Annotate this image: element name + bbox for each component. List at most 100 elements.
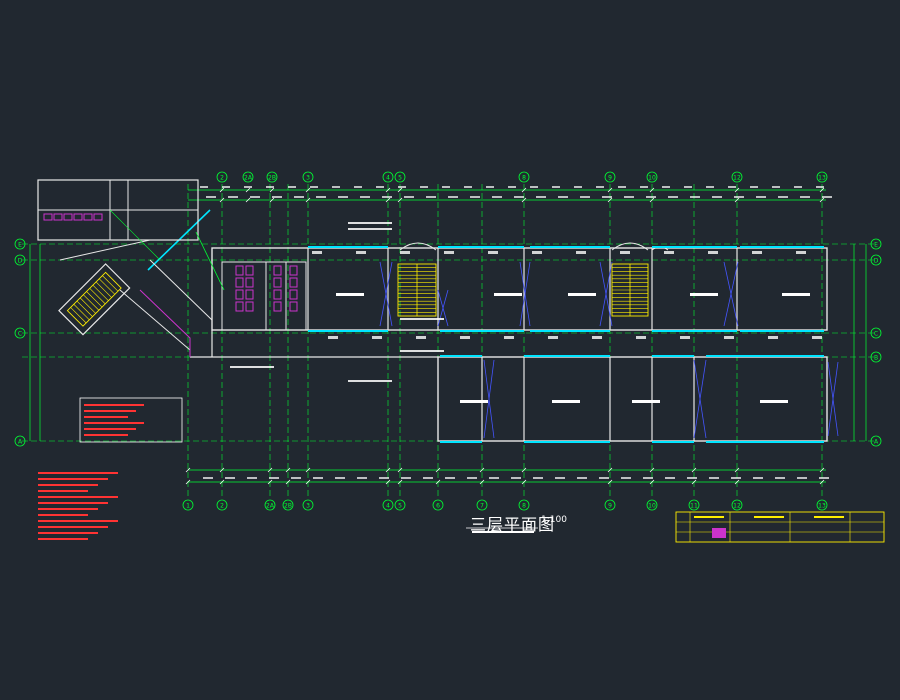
axis-bubble-bottom — [394, 499, 406, 511]
dim-text-mark — [266, 186, 274, 188]
annotation-line — [400, 350, 444, 352]
axis-bubble-top — [816, 171, 828, 183]
axis-bubble-bottom — [816, 499, 828, 511]
toilet-fixture — [245, 265, 254, 276]
toilet-fixture — [273, 277, 282, 288]
dim-text-mark — [574, 186, 582, 188]
hatch-x — [827, 361, 839, 437]
dim-tick — [649, 467, 655, 473]
axis-bubble-bottom-label: 1 — [186, 503, 190, 510]
wing-stair-tread — [102, 275, 119, 292]
dim-text-mark — [756, 196, 766, 198]
dim-text-mark — [464, 186, 472, 188]
dim-text-mark — [247, 477, 257, 479]
dim-text-mark — [379, 477, 389, 479]
drawing-title: 三层平面图 — [470, 515, 556, 534]
dim-tick — [385, 479, 391, 485]
room-label-mark — [494, 293, 522, 296]
dim-text-mark — [310, 186, 318, 188]
window-tag — [752, 251, 762, 254]
dim-text-mark — [687, 477, 697, 479]
axis-bubble-left — [14, 238, 26, 250]
axis-bubble-bottom-label: 13 — [818, 503, 826, 510]
window-tag — [664, 251, 674, 254]
dim-tick — [734, 197, 740, 203]
note-line — [38, 508, 98, 510]
dim-text-mark — [819, 477, 829, 479]
dim-tick — [219, 197, 225, 203]
dim-text-mark — [448, 196, 458, 198]
dim-text-mark — [643, 477, 653, 479]
axis-bubble-left — [14, 327, 26, 339]
annotation-line — [230, 366, 274, 368]
wall-south-block — [437, 356, 828, 442]
hatch-x — [483, 359, 495, 439]
axis-bubble-bottom — [518, 499, 530, 511]
room-label-mark — [336, 293, 364, 296]
dim-text-mark — [665, 477, 675, 479]
hatch-x — [723, 261, 739, 327]
axis-grid-lines — [22, 184, 877, 499]
axis-bubble-right — [870, 351, 882, 363]
notes-block — [38, 222, 538, 540]
axis-bubble-top-label: 4 — [386, 175, 390, 182]
dim-text-mark — [508, 186, 516, 188]
dim-text-mark — [294, 196, 304, 198]
dim-tick — [819, 467, 825, 473]
room-label-mark — [760, 400, 788, 403]
dim-text-mark — [621, 477, 631, 479]
dim-tick — [479, 479, 485, 485]
toilet-fixture — [245, 301, 254, 312]
toilet-fixture — [43, 213, 53, 221]
dim-tick — [734, 467, 740, 473]
annotation-line — [348, 228, 392, 230]
dim-text-mark — [354, 186, 362, 188]
axis-bubble-top — [604, 171, 616, 183]
dim-text-mark — [530, 186, 538, 188]
dim-text-mark — [728, 186, 736, 188]
note-line — [38, 472, 118, 474]
toilet-fixture — [63, 213, 73, 221]
axis-bubble-top-label: 2A — [244, 175, 253, 182]
wing-stair-tread — [73, 304, 90, 321]
axis-bubble-top-label: 5 — [398, 175, 402, 182]
dim-text-mark — [555, 477, 565, 479]
toilet-fixture — [273, 289, 282, 300]
hatch-x — [519, 261, 531, 327]
dim-text-mark — [222, 186, 230, 188]
axis-bubble-left-label: A — [18, 439, 23, 446]
dim-tick — [479, 467, 485, 473]
axis-bubble-top — [266, 171, 278, 183]
axis-bubble-bottom — [182, 499, 194, 511]
axis-bubble-bottom-label: 5 — [398, 503, 402, 510]
dim-tick — [397, 197, 403, 203]
toilet-fixture — [235, 289, 244, 300]
axis-bubble-top-label: 12 — [733, 175, 741, 182]
dim-text-mark — [492, 196, 502, 198]
toilet-fixture — [273, 301, 282, 312]
toilet-fixture — [73, 213, 83, 221]
wing-stair-room — [58, 263, 131, 336]
window-tag — [592, 336, 602, 339]
axis-bubble-bottom-label: 3 — [306, 503, 310, 510]
title-block-text — [754, 516, 784, 518]
axis-bubble-top-label: 10 — [648, 175, 656, 182]
axis-bubble-bottom-label: 12 — [733, 503, 741, 510]
axis-bubble-left — [14, 435, 26, 447]
subtitle-note — [472, 531, 534, 533]
dim-tick — [219, 467, 225, 473]
dim-tick — [305, 467, 311, 473]
dim-text-mark — [599, 477, 609, 479]
wing-dim — [109, 209, 161, 261]
dim-text-mark — [753, 477, 763, 479]
dim-tick — [305, 479, 311, 485]
dim-text-mark — [335, 477, 345, 479]
axis-bubble-bottom — [604, 499, 616, 511]
hatch-x — [693, 359, 707, 439]
room-label-mark — [568, 293, 596, 296]
toilet-fixture — [245, 277, 254, 288]
axis-bubble-bottom — [302, 499, 314, 511]
dim-tick — [691, 479, 697, 485]
axis-bubble-top — [394, 171, 406, 183]
